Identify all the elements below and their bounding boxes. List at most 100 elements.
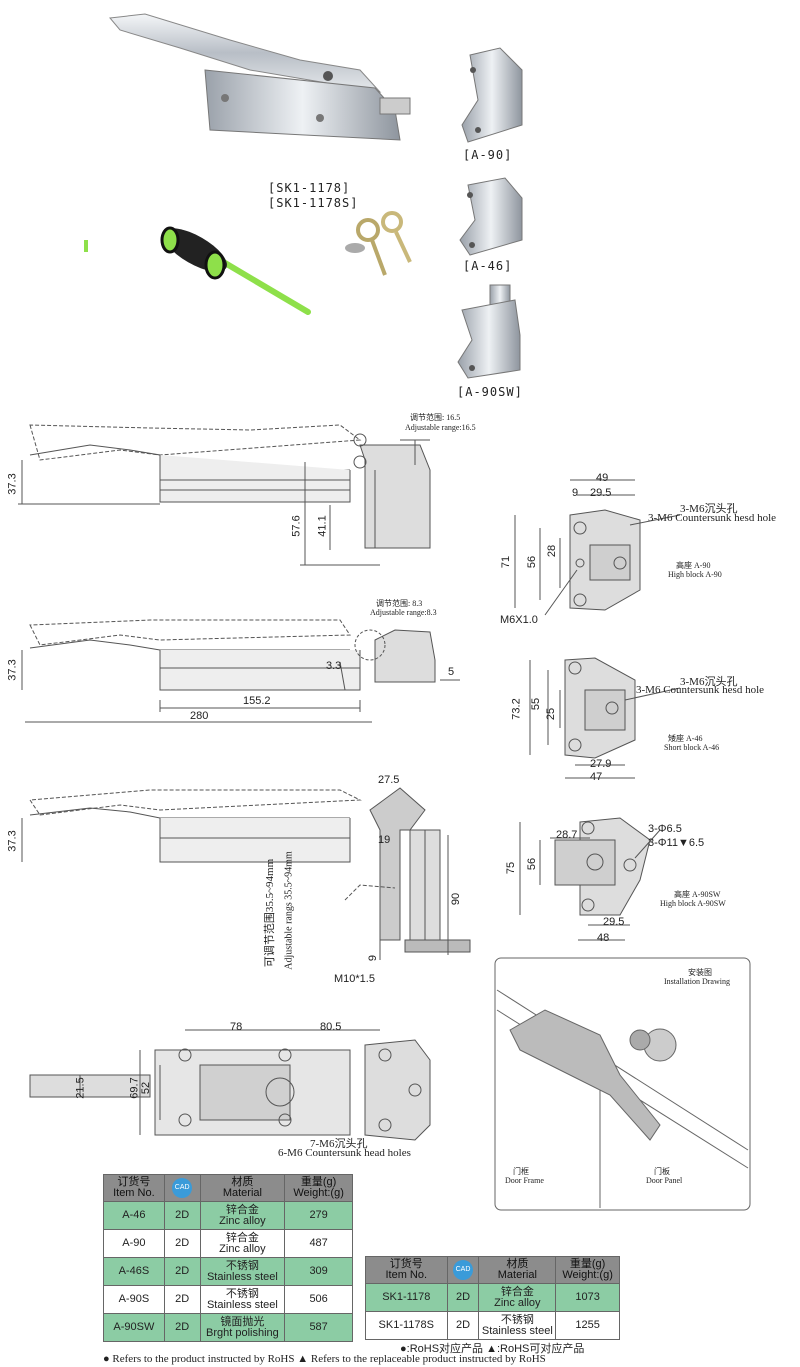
safety-release-photo [84, 226, 311, 315]
a90sw-dim-48: 48 [597, 932, 610, 944]
door-panel-cn: 门板 [654, 1167, 670, 1176]
adj-range-cn-2: 调节范围: 8.3 [376, 599, 423, 608]
label-a90: [A-90] [463, 148, 513, 162]
dim-37-3-c: 37.3 [6, 830, 19, 852]
a46-dim-73-2: 73.2 [510, 698, 523, 720]
a90-m6x1: M6X1.0 [500, 614, 538, 626]
a90sw-name-cn: 高座 A-90SW [674, 890, 721, 899]
dim-78: 78 [230, 1021, 243, 1033]
a90-dim-9: 9 [572, 487, 579, 499]
a46-name-cn: 矮座 A-46 [668, 734, 703, 743]
header-cad: CAD [163, 1174, 201, 1202]
label-sk1-1178s: [SK1-1178S] [268, 196, 359, 210]
a90sw-phi11: 3-Φ11▼6.5 [648, 837, 705, 849]
dim-5: 5 [448, 666, 455, 678]
a90-dim-71: 71 [500, 555, 513, 569]
a90-dim-56: 56 [526, 555, 539, 569]
a46-dim-25: 25 [545, 707, 558, 721]
rohs-note-cn: ●:RoHS对应产品 ▲:RoHS可对应产品 [400, 1343, 585, 1355]
label-a90sw: [A-90SW] [457, 385, 523, 399]
dim-37-3-b: 37.3 [6, 659, 19, 681]
drawing-side-view-2 [21, 619, 460, 723]
adj-range-cn-1: 调节范围: 16.5 [410, 413, 461, 422]
holes-en: 6-M6 Countersunk head holes [278, 1147, 411, 1159]
a90-dim-28: 28 [546, 544, 559, 558]
keys-photo [345, 211, 412, 276]
door-frame-cn: 门框 [513, 1167, 529, 1176]
a90sw-dim-75: 75 [505, 861, 518, 875]
a46-dim-27-9: 27.9 [590, 758, 612, 770]
dim-280: 280 [190, 710, 209, 722]
dim-41-1: 41.1 [316, 515, 329, 537]
a46-hole-cn: 3-M6沉头孔 [680, 676, 738, 688]
dim-9: 9 [367, 954, 380, 962]
adj-range-en-2: Adjustable range:8.3 [370, 608, 437, 617]
a46-dim-47: 47 [590, 771, 603, 783]
a90-dim-49: 49 [596, 472, 609, 484]
drawing-block-a90 [514, 479, 681, 616]
drawing-block-a90sw [519, 817, 661, 941]
holes-cn: 7-M6沉头孔 [310, 1138, 368, 1150]
door-frame-en: Door Frame [505, 1176, 544, 1185]
install-title-cn: 安装图 [688, 968, 712, 977]
header-cad: CAD [446, 1256, 480, 1284]
header-weight: 重量(g)Weight:(g) [555, 1256, 620, 1284]
dim-52: 52 [140, 1081, 153, 1095]
cad-icon: CAD [453, 1260, 474, 1280]
dim-19: 19 [378, 834, 391, 846]
a46-dim-55: 55 [530, 697, 543, 711]
cad-icon: CAD [172, 1178, 193, 1198]
a90-name-cn: 高座 A-90 [676, 561, 711, 570]
drawing-side-view-3 [21, 787, 471, 960]
drawing-top-view [29, 1029, 431, 1141]
dim-m10: M10*1.5 [334, 973, 375, 985]
latch-handle [109, 13, 411, 141]
header-weight: 重量(g)Weight:(g) [284, 1174, 353, 1202]
rohs-note-en: ● Refers to the product instructed by Ro… [103, 1353, 546, 1365]
dim-57-6: 57.6 [290, 515, 303, 537]
installation-drawing [494, 957, 751, 1211]
a90sw-dim-28-7: 28.7 [556, 829, 578, 841]
dim-90: 90 [450, 892, 463, 906]
a90-hole-cn: 3-M6沉头孔 [680, 503, 738, 515]
a90sw-phi65: 3-Φ6.5 [648, 823, 682, 835]
adj-range-cn-3: 可调节范围35.5~94mm [264, 858, 277, 968]
block-a46-photo [459, 177, 523, 256]
drawing-block-a46 [529, 657, 681, 779]
adj-range-en-1: Adjustable range:16.5 [405, 423, 476, 432]
dim-37-3-a: 37.3 [6, 473, 19, 495]
a90sw-dim-29-5: 29.5 [603, 916, 625, 928]
door-panel-en: Door Panel [646, 1176, 683, 1185]
dim-3-3: 3.3 [326, 660, 342, 672]
adj-range-en-3: Adjustable rangs 35.5~94mm [283, 851, 295, 970]
a90-dim-29-5: 29.5 [590, 487, 612, 499]
dim-69-7: 69.7 [128, 1077, 141, 1099]
dim-80-5: 80.5 [320, 1021, 342, 1033]
install-title-en: Installation Drawing [664, 977, 730, 986]
block-a90sw-photo [457, 284, 521, 379]
a90sw-dim-56: 56 [526, 857, 539, 871]
label-a46: [A-46] [463, 259, 513, 273]
a46-name-en: Short block A-46 [664, 743, 720, 752]
a90-hole-en: 3-M6 Countersunk hesd hole [648, 512, 777, 524]
label-sk1-1178: [SK1-1178] [268, 181, 351, 195]
dim-21-5: 21.5 [74, 1077, 87, 1099]
a90-name-en: High block A-90 [668, 570, 722, 579]
dim-27-5: 27.5 [378, 774, 400, 786]
